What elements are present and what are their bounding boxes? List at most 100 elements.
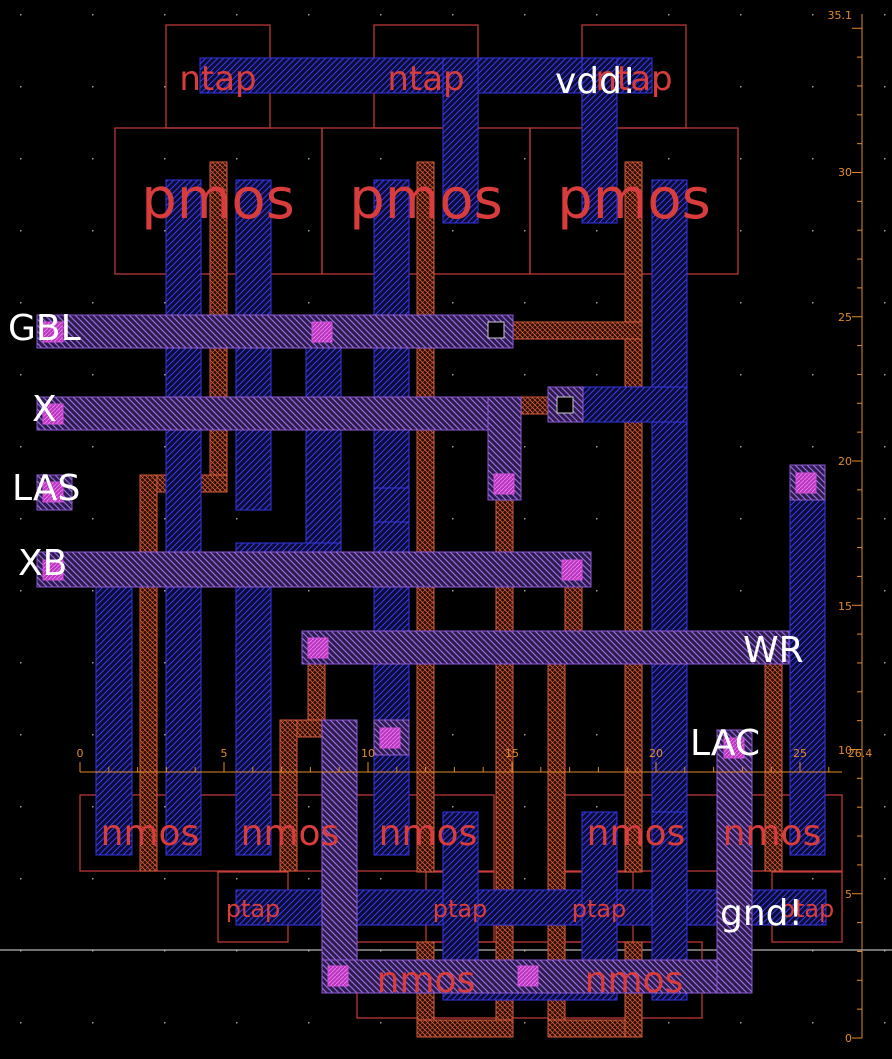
ruler-right-label-3: 20 <box>838 455 852 468</box>
cell-labels: ntap ntap ntap pmos pmos pmos nmos nmos … <box>101 59 835 1001</box>
grid-dot <box>20 590 22 592</box>
grid-dot <box>596 806 598 808</box>
grid-dot <box>308 158 310 160</box>
grid-dot <box>812 158 814 160</box>
grid-dot <box>92 878 94 880</box>
grid-dot <box>884 734 886 736</box>
grid-dot <box>524 734 526 736</box>
grid-dot <box>92 662 94 664</box>
ptap-label-3: ptap <box>572 895 627 923</box>
grid-dot <box>884 86 886 88</box>
grid-dot <box>740 86 742 88</box>
pin-labels: vdd! GBL X LAS XB WR LAC gnd! <box>8 61 804 934</box>
grid-dot <box>20 302 22 304</box>
ruler-right-label-1: 30 <box>838 166 852 179</box>
grid-dot <box>812 86 814 88</box>
grid-dot <box>596 230 598 232</box>
grid-dot <box>884 302 886 304</box>
grid-dot <box>164 86 166 88</box>
grid-dot <box>812 446 814 448</box>
x-label: X <box>32 389 57 430</box>
grid-dot <box>668 1022 670 1024</box>
ruler-bottom-label-6: 26.4 <box>848 747 873 760</box>
grid-dot <box>524 14 526 16</box>
grid-dot <box>308 590 310 592</box>
ruler-right-label-5: 10 <box>838 744 852 757</box>
grid-dot <box>524 878 526 880</box>
grid-dot <box>884 230 886 232</box>
pmos-label-2: pmos <box>349 167 503 232</box>
grid-dot <box>380 1022 382 1024</box>
grid-dot <box>596 590 598 592</box>
grid-dot <box>92 734 94 736</box>
grid-dot <box>92 86 94 88</box>
nmos-label-4: nmos <box>587 813 686 854</box>
bottom-ruler: 0 5 10 15 20 25 26.4 <box>77 747 873 773</box>
grid-dot <box>524 230 526 232</box>
grid-dot <box>308 878 310 880</box>
grid-dot <box>596 302 598 304</box>
ntap-label-3: ntap <box>595 59 672 99</box>
grid-dot <box>164 806 166 808</box>
grid-dot <box>164 230 166 232</box>
grid-dot <box>20 734 22 736</box>
ruler-bottom-label-1: 5 <box>221 747 228 760</box>
grid-dot <box>308 950 310 952</box>
grid-dot <box>20 446 22 448</box>
grid-dot <box>236 518 238 520</box>
nmos-label-3: nmos <box>379 813 478 854</box>
grid-dot <box>884 1022 886 1024</box>
grid-dot <box>164 518 166 520</box>
grid-dot <box>596 374 598 376</box>
grid-dot <box>20 950 22 952</box>
grid-dot <box>164 302 166 304</box>
right-ruler: 35.1 30 25 20 15 10 5 0 <box>828 9 863 1045</box>
grid-dot <box>164 14 166 16</box>
grid-dot <box>20 86 22 88</box>
ruler-right-label-0: 35.1 <box>828 9 853 22</box>
grid-dot <box>164 734 166 736</box>
grid-dot <box>740 302 742 304</box>
grid-dot <box>884 158 886 160</box>
grid-dot <box>164 1022 166 1024</box>
grid-dot <box>20 518 22 520</box>
grid-dot <box>740 14 742 16</box>
grid-dot <box>812 14 814 16</box>
grid-dot <box>740 518 742 520</box>
pmos-label-1: pmos <box>141 167 295 232</box>
grid-dot <box>308 806 310 808</box>
grid-dot <box>236 14 238 16</box>
grid-dot <box>20 374 22 376</box>
grid-dot <box>524 806 526 808</box>
grid-dot <box>596 734 598 736</box>
grid-dot <box>524 158 526 160</box>
grid-dot <box>884 590 886 592</box>
grid-dot <box>596 518 598 520</box>
ruler-bottom-label-2: 10 <box>361 747 375 760</box>
grid-dot <box>884 662 886 664</box>
grid-dot <box>20 14 22 16</box>
nmos-label-5: nmos <box>723 813 822 854</box>
ntap-label-1: ntap <box>179 59 256 99</box>
grid-dot <box>812 374 814 376</box>
grid-dot <box>524 374 526 376</box>
nmos-label-2: nmos <box>241 813 340 854</box>
nmos-label-7: nmos <box>585 960 684 1001</box>
pmos-label-3: pmos <box>557 167 711 232</box>
grid-dot <box>20 1022 22 1024</box>
grid-dot <box>380 14 382 16</box>
grid-dot <box>884 14 886 16</box>
ntap-label-2: ntap <box>387 59 464 99</box>
grid-dot <box>812 302 814 304</box>
grid-dot <box>452 590 454 592</box>
grid-dot <box>20 878 22 880</box>
grid-dot <box>380 158 382 160</box>
ruler-bottom-label-0: 0 <box>77 747 84 760</box>
ruler-right-label-2: 25 <box>838 311 852 324</box>
grid-dot <box>884 374 886 376</box>
grid-dot <box>92 590 94 592</box>
nmos-label-6: nmos <box>377 960 476 1001</box>
grid-dot <box>92 1022 94 1024</box>
grid-dot <box>92 806 94 808</box>
